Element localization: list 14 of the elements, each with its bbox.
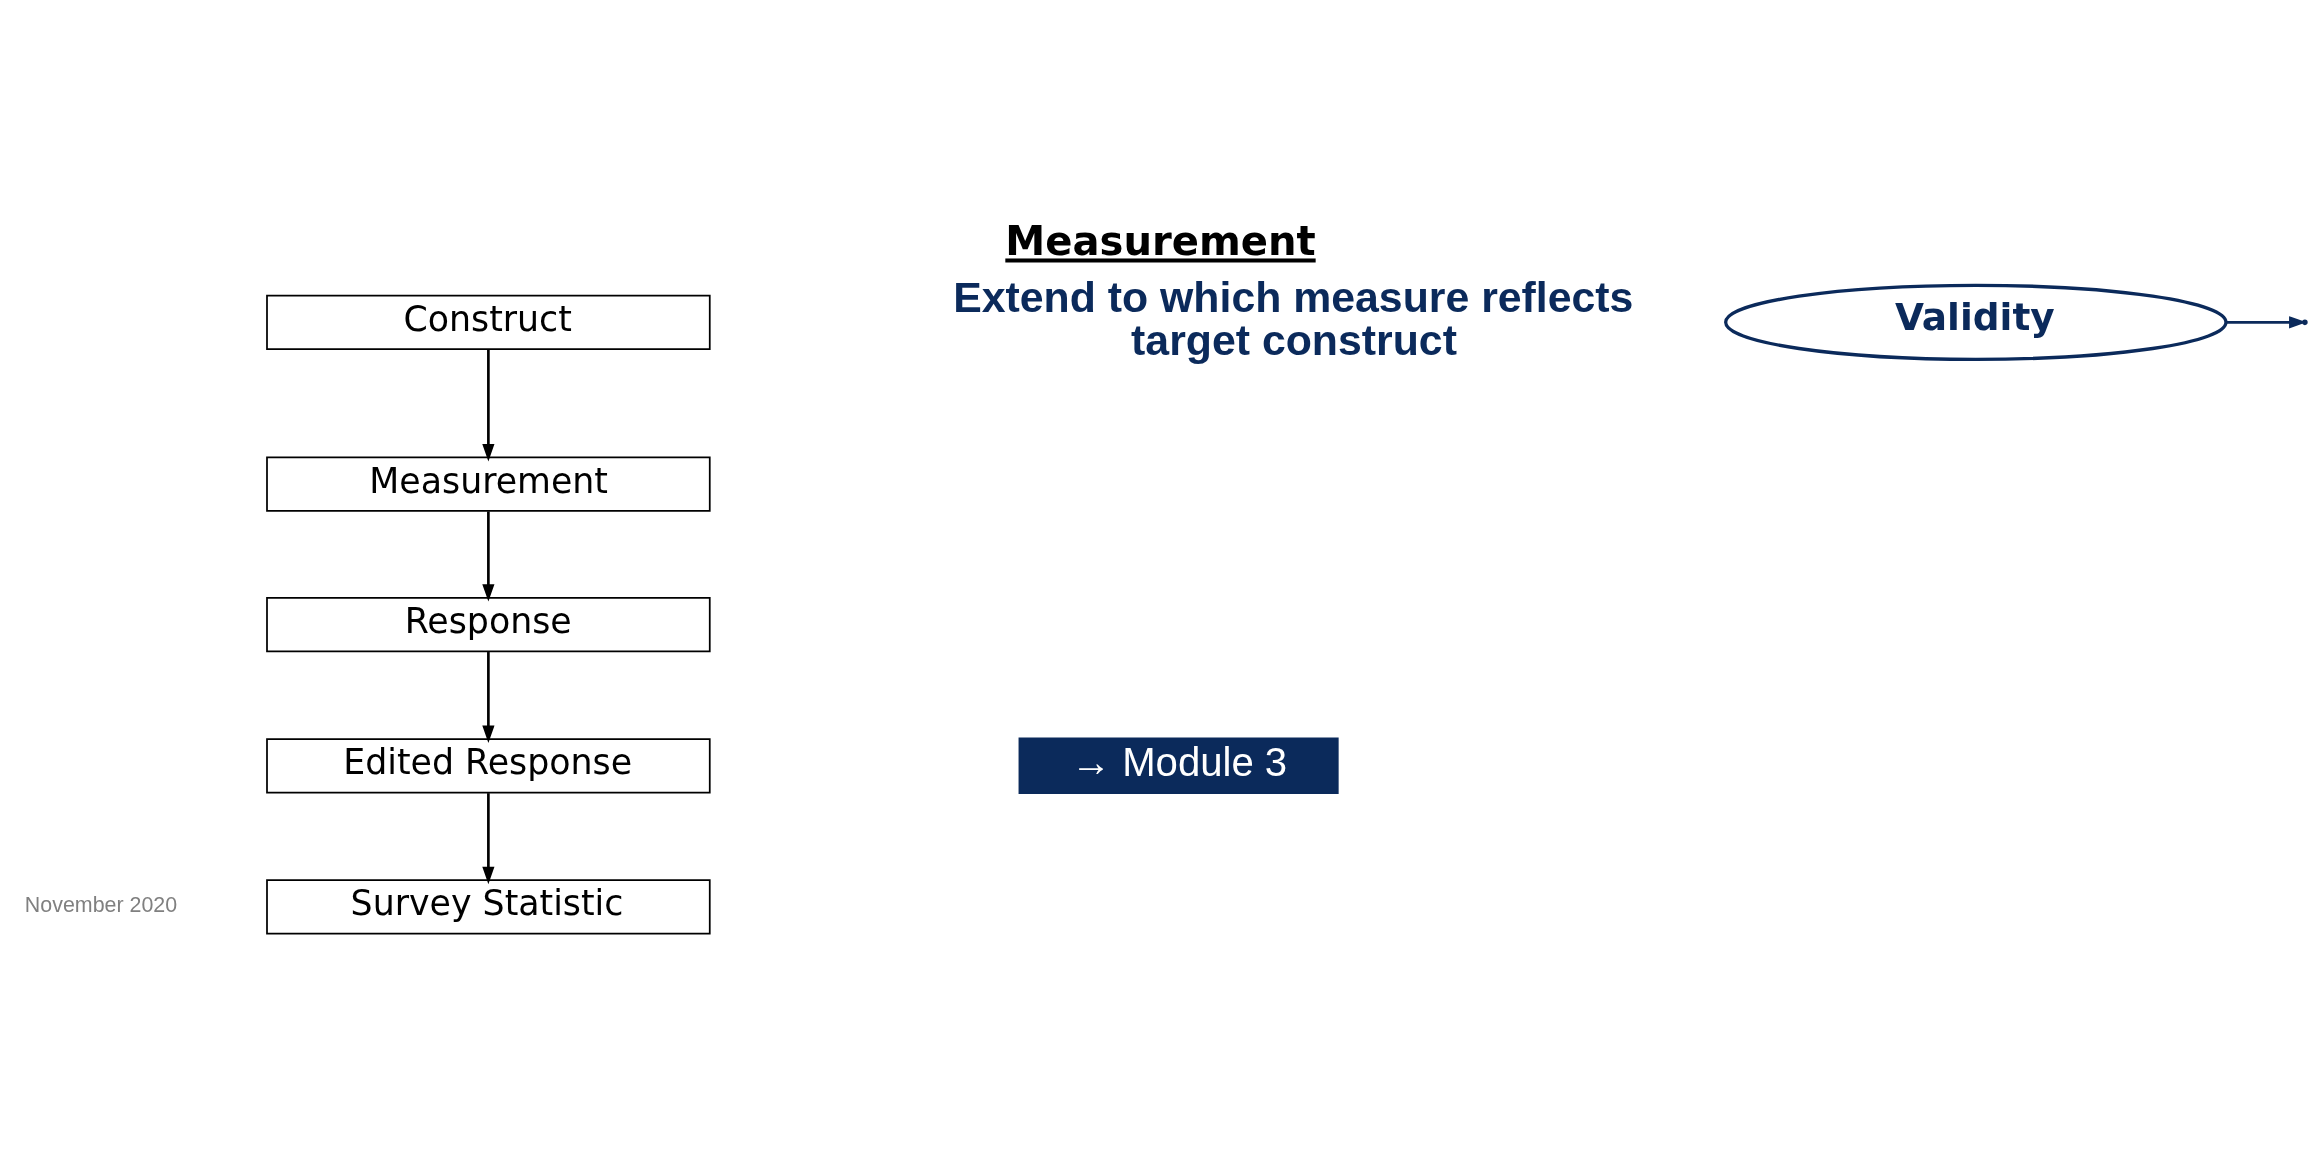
- diagram-title: Measurement: [1005, 218, 1316, 265]
- arrow: [482, 793, 495, 885]
- label: Extend to which measure reflects target construct: [953, 273, 1634, 365]
- node-box: → Module 3: [1018, 737, 1339, 795]
- node-ellipse: Validity: [1724, 283, 2228, 361]
- label: November 2020: [24, 892, 178, 917]
- node-box: Measurement: [266, 456, 711, 512]
- node-box: Survey Statistic: [266, 879, 711, 935]
- arrow: [482, 349, 495, 462]
- arrow: [482, 652, 495, 744]
- node-box: Construct: [266, 294, 711, 350]
- node-box: Response: [266, 597, 711, 653]
- arrow: [482, 511, 495, 602]
- node-box: Edited Response: [266, 738, 711, 794]
